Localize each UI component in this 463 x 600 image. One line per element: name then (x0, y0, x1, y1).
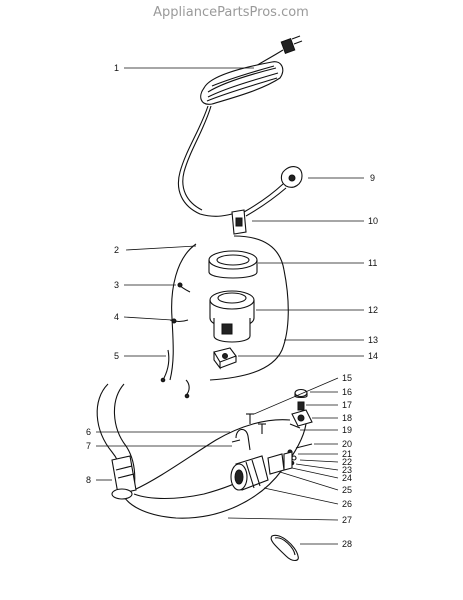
callout-4: 4 (114, 312, 119, 322)
callout-27: 27 (342, 515, 352, 525)
cover-outline (169, 243, 197, 381)
callout-12: 12 (368, 305, 378, 315)
callout-6: 6 (86, 427, 91, 437)
callout-28: 28 (342, 539, 352, 549)
callout-labels: 1 2 3 4 5 6 7 8 9 10 11 12 13 14 15 16 1… (86, 63, 378, 549)
callout-26: 26 (342, 499, 352, 509)
callout-9: 9 (370, 173, 375, 183)
callout-14: 14 (368, 351, 378, 361)
callout-1: 1 (114, 63, 119, 73)
callout-20: 20 (342, 439, 352, 449)
small-hardware (283, 443, 313, 471)
mounting-plate (267, 453, 285, 475)
callout-24: 24 (342, 473, 352, 483)
leader-lines (96, 67, 364, 545)
callout-22: 22 (342, 457, 352, 467)
motor-mount (213, 347, 237, 370)
wiring-leads (160, 282, 191, 399)
callout-3: 3 (114, 280, 119, 290)
callout-13: 13 (368, 335, 378, 345)
drive-belt (270, 534, 299, 562)
nozzle-elbow (111, 455, 137, 500)
callout-19: 19 (342, 425, 352, 435)
callout-5: 5 (114, 351, 119, 361)
callout-7: 7 (86, 441, 91, 451)
agitator-motor (230, 455, 269, 491)
gasket-ring (208, 250, 258, 279)
callout-15: 15 (342, 373, 352, 383)
motor (209, 290, 255, 343)
callout-25: 25 (342, 485, 352, 495)
site-title: AppliancePartsPros.com (153, 5, 309, 20)
callout-23: 23 (342, 465, 352, 475)
housing-outline (209, 235, 289, 381)
cord-clamp (231, 209, 247, 235)
switch-part (243, 166, 303, 217)
callout-8: 8 (86, 475, 91, 485)
callout-16: 16 (342, 387, 352, 397)
callout-17: 17 (342, 400, 352, 410)
plug-icon (280, 35, 303, 54)
switch-assembly (289, 388, 313, 429)
callout-21: 21 (342, 449, 352, 459)
screws (246, 413, 266, 434)
callout-10: 10 (368, 216, 378, 226)
bracket (231, 428, 251, 451)
callout-11: 11 (368, 258, 377, 268)
power-cord (177, 35, 303, 217)
callout-2: 2 (114, 245, 119, 255)
callout-18: 18 (342, 413, 352, 423)
